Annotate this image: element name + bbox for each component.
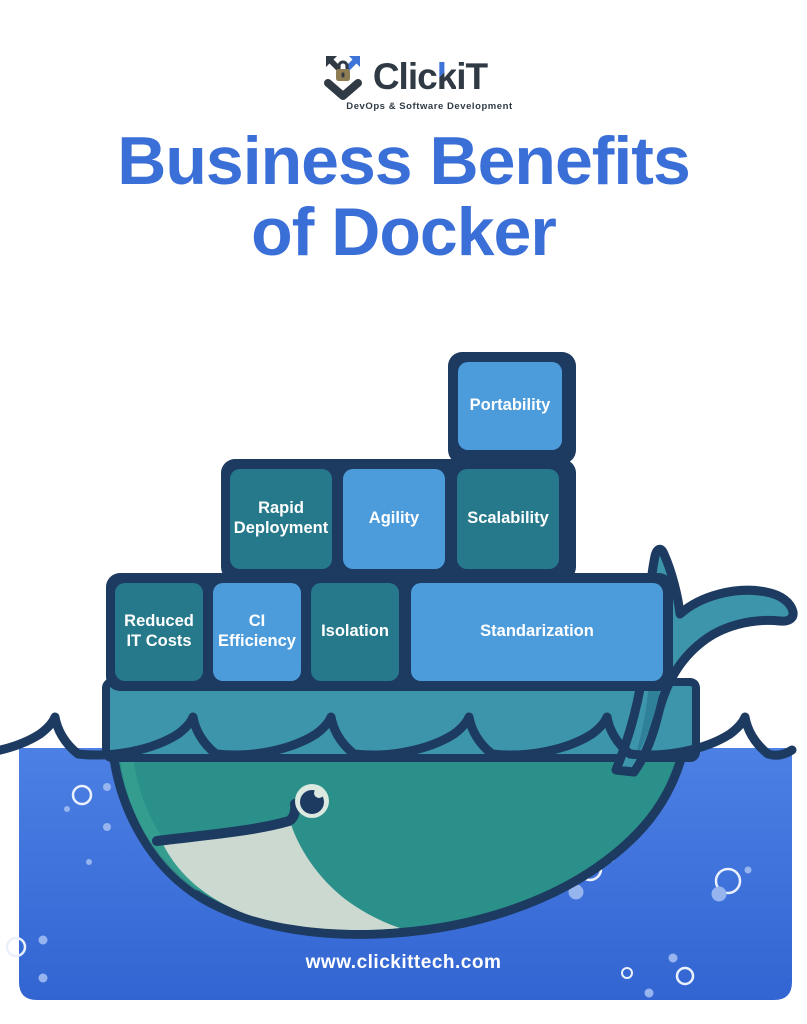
container-portability: Portability (458, 362, 562, 450)
container-label: Rapid Deployment (233, 499, 329, 537)
container-label: CI Efficiency (218, 612, 296, 650)
container-reduced-it-costs: Reduced IT Costs (115, 583, 203, 681)
title-line-1: Business Benefits (117, 123, 691, 199)
bubbles (5, 783, 752, 998)
container-label: Reduced IT Costs (124, 612, 194, 650)
container-label: Agility (368, 509, 420, 528)
clickit-logo-icon (323, 56, 362, 100)
container-label: Standarization (480, 622, 594, 641)
waterline-wave (0, 712, 797, 760)
container-rapid-deployment: Rapid Deployment (230, 469, 332, 569)
container-agility: Agility (343, 469, 445, 569)
whale-belly (162, 821, 400, 931)
container-label: Scalability (467, 509, 549, 528)
logo-accent-letter: k (436, 55, 458, 97)
website-url: www.clickittech.com (305, 952, 502, 973)
clickit-logo: ClickiT DevOps & Software Development (0, 52, 807, 112)
container-label: Portability (469, 396, 551, 415)
container-standarization: Standarization (411, 583, 663, 681)
container-scalability: Scalability (457, 469, 559, 569)
container-isolation: Isolation (311, 583, 399, 681)
container-ci-efficiency: CI Efficiency (213, 583, 301, 681)
whale-smile (152, 799, 301, 846)
clickit-logo-wordmark: ClickiT (372, 55, 488, 97)
page-title: Business Benefits of Docker (0, 123, 807, 271)
container-label: Isolation (321, 622, 389, 641)
title-line-2: of Docker (251, 194, 557, 271)
whale-eye (295, 784, 329, 818)
logo-tagline: DevOps & Software Development (346, 101, 513, 112)
